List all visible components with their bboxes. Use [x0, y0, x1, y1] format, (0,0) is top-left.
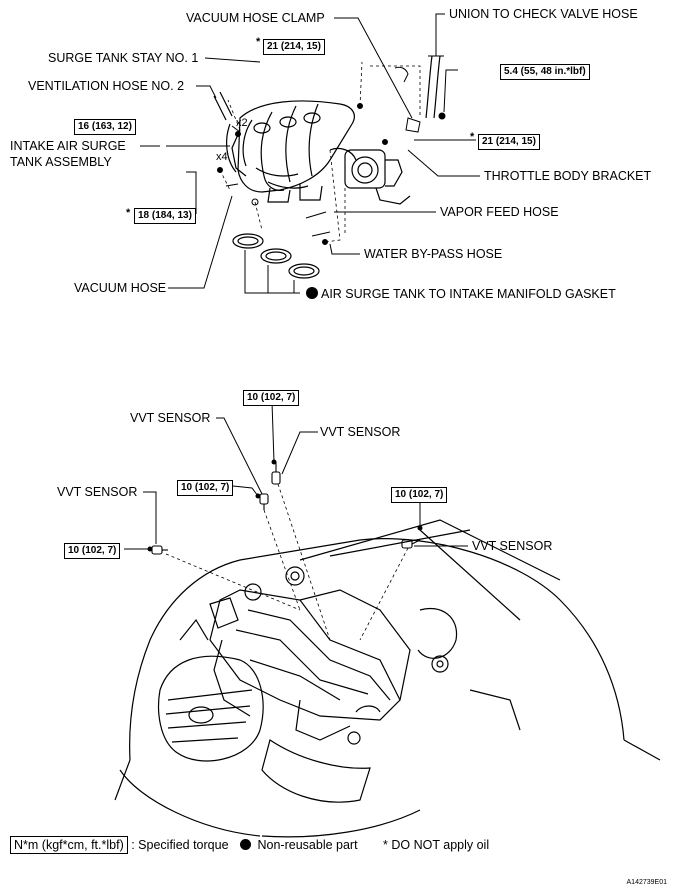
- legend-specified-torque: : Specified torque: [131, 838, 229, 852]
- legend-torque-box: N*m (kgf*cm, ft.*lbf): [10, 836, 128, 854]
- legend-non-reusable: Non-reusable part: [257, 838, 358, 852]
- torque-10-top: 10 (102, 7): [243, 390, 300, 406]
- figure-code: A142739E01: [626, 879, 667, 886]
- gaskets-drawing: [232, 233, 320, 279]
- label-x2: x2: [236, 117, 248, 129]
- torque-21-b: 21 (214, 15): [478, 134, 540, 150]
- label-vvt-sensor-2: VVT SENSOR: [320, 425, 401, 439]
- vehicle-engine-drawing: [114, 519, 661, 838]
- vvt-sensors-drawing: [151, 462, 421, 555]
- label-vvt-sensor-1: VVT SENSOR: [130, 411, 211, 425]
- torque-16: 16 (163, 12): [74, 119, 136, 135]
- star-21a: *: [256, 36, 261, 48]
- label-union-to-check-valve-hose: UNION TO CHECK VALVE HOSE: [449, 7, 638, 21]
- label-vacuum-hose-clamp: VACUUM HOSE CLAMP: [186, 11, 325, 25]
- star-21b: *: [470, 131, 475, 143]
- torque-18: 18 (184, 13): [134, 208, 196, 224]
- label-water-bypass-hose: WATER BY-PASS HOSE: [364, 247, 503, 261]
- label-intake-air-surge-line1: INTAKE AIR SURGE: [10, 139, 126, 153]
- label-throttle-body-bracket: THROTTLE BODY BRACKET: [484, 169, 652, 183]
- label-x4: x4: [216, 151, 228, 163]
- label-vapor-feed-hose: VAPOR FEED HOSE: [440, 205, 559, 219]
- non-reusable-dot: [306, 287, 318, 299]
- label-ventilation-hose: VENTILATION HOSE NO. 2: [28, 79, 185, 93]
- label-vacuum-hose: VACUUM HOSE: [74, 281, 167, 295]
- torque-10-right: 10 (102, 7): [391, 487, 448, 503]
- label-surge-tank-stay: SURGE TANK STAY NO. 1: [48, 51, 199, 65]
- torque-10-left: 10 (102, 7): [64, 543, 121, 559]
- torque-5-4: 5.4 (55, 48 in.*lbf): [500, 64, 590, 80]
- label-intake-air-surge-line2: TANK ASSEMBLY: [10, 155, 112, 169]
- label-vvt-sensor-4: VVT SENSOR: [472, 539, 553, 553]
- label-gasket: AIR SURGE TANK TO INTAKE MANIFOLD GASKET: [321, 287, 616, 301]
- intake-air-surge-tank-drawing: [226, 100, 411, 205]
- label-vvt-sensor-3: VVT SENSOR: [57, 485, 138, 499]
- legend: N*m (kgf*cm, ft.*lbf) : Specified torque…: [10, 836, 490, 854]
- star-18: *: [126, 207, 131, 219]
- legend-no-oil: * DO NOT apply oil: [383, 838, 490, 852]
- torque-21-a: 21 (214, 15): [263, 39, 325, 55]
- torque-10-mid: 10 (102, 7): [177, 480, 234, 496]
- legend-dot-icon: [240, 839, 252, 850]
